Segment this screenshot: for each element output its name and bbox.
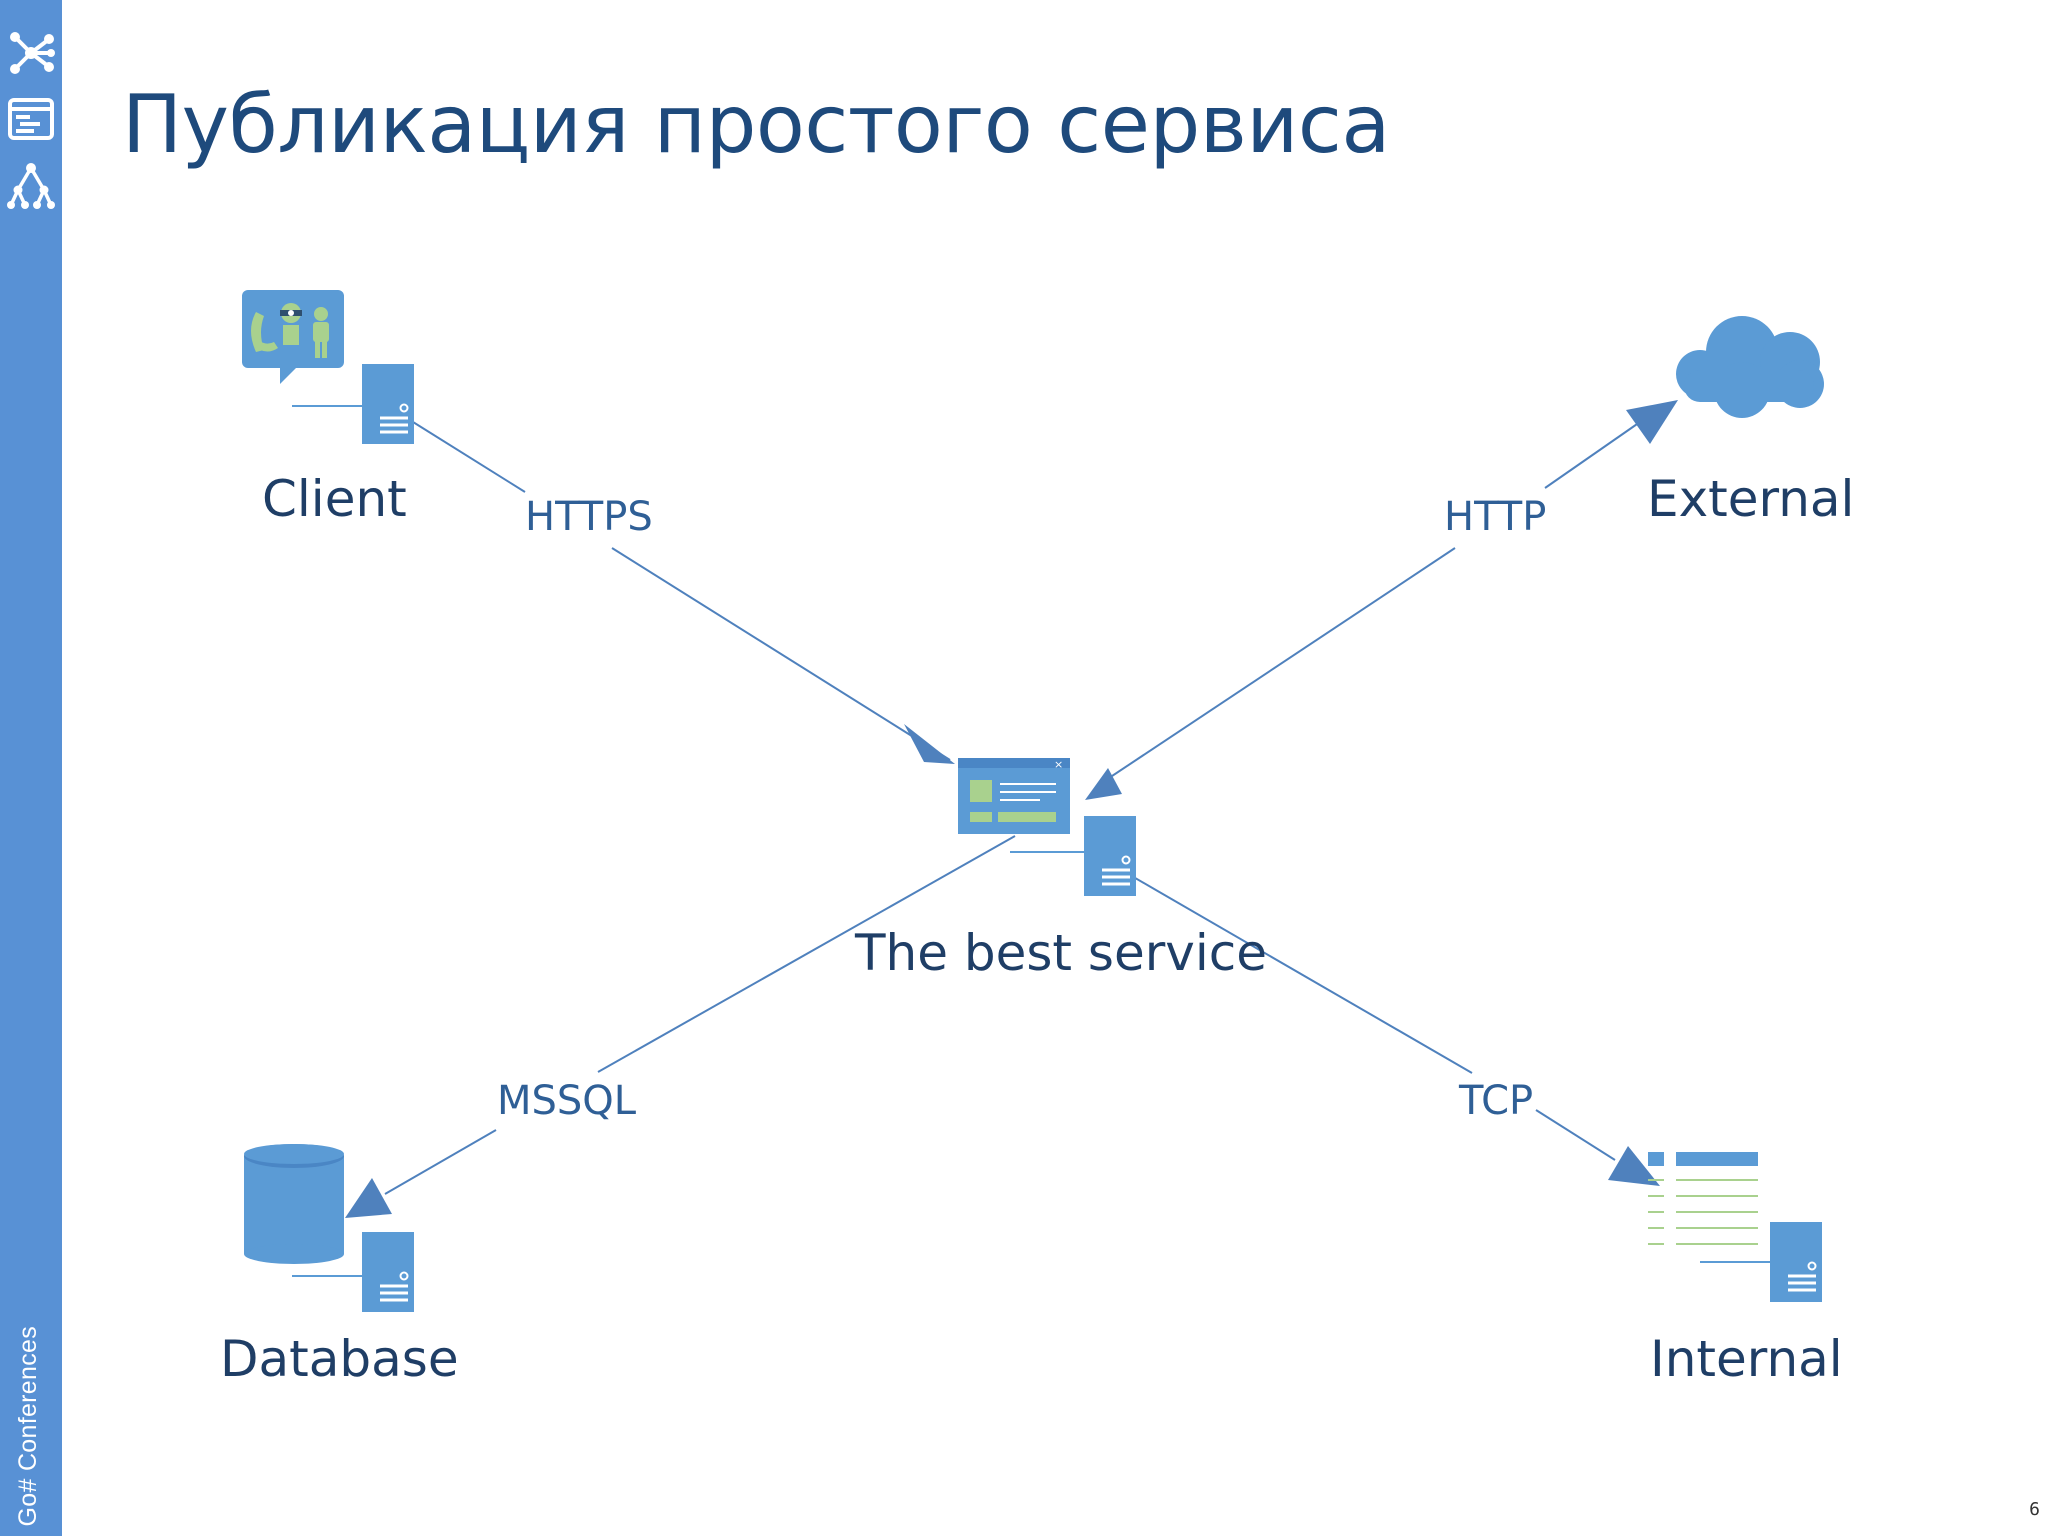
sidebar: Go# Conferences [0, 0, 62, 1536]
node-internal: Internal [1648, 1152, 1843, 1388]
edge-https: HTTPS [412, 421, 955, 764]
edge-tcp: TCP [1129, 874, 1660, 1186]
node-label-client: Client [262, 470, 407, 528]
node-label-service: The best service [854, 924, 1267, 982]
page-title: Публикация простого сервиса [122, 78, 1390, 171]
edge-label-http: HTTP [1444, 494, 1546, 540]
edge-label-mssql: MSSQL [497, 1078, 637, 1124]
chat-contacts-icon [242, 290, 344, 384]
server-icon [360, 362, 416, 446]
window-list-icon [8, 98, 54, 140]
node-label-internal: Internal [1650, 1330, 1843, 1388]
hierarchy-icon [7, 163, 55, 209]
node-client: Client [242, 290, 416, 528]
edge-label-tcp: TCP [1458, 1078, 1533, 1124]
edge-label-https: HTTPS [525, 494, 653, 540]
edge-mssql: MSSQL [345, 835, 1016, 1218]
page-number: 6 [2029, 1499, 2040, 1520]
server-icon [1082, 814, 1138, 898]
svg-text:×: × [1054, 758, 1063, 771]
node-service: × The best service [854, 758, 1267, 982]
node-label-database: Database [220, 1330, 459, 1388]
document-list-icon [1648, 1152, 1758, 1245]
server-icon [1768, 1220, 1824, 1304]
node-label-external: External [1647, 470, 1854, 528]
server-icon [360, 1230, 416, 1314]
edge-http: HTTP [1085, 400, 1678, 800]
network-icon [10, 32, 55, 74]
node-external: External [1647, 316, 1854, 528]
database-icon [244, 1144, 344, 1264]
cloud-icon [1676, 316, 1824, 418]
node-database: Database [220, 1144, 459, 1388]
web-app-icon: × [958, 758, 1070, 834]
